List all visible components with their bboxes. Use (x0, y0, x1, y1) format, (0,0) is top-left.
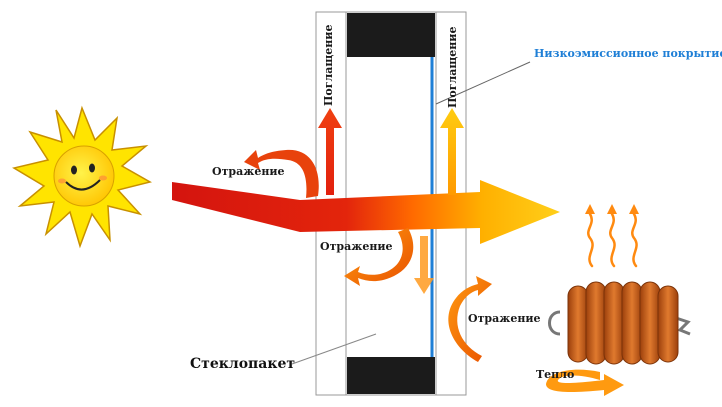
glass-unit-leader-line (291, 333, 377, 365)
reflection-label-top: Отражение (212, 165, 285, 178)
heat-arrow (546, 369, 624, 396)
absorption-arrow-right (440, 108, 464, 195)
lowe-coating-label: Низкоэмиссионное покрытие (534, 47, 722, 60)
reflection-curl-middle (344, 228, 414, 286)
reflection-curl-right (448, 276, 492, 362)
coating-leader-line (435, 61, 531, 105)
absorption-arrow-gap-down (414, 236, 434, 294)
absorption-arrow-left (318, 108, 342, 195)
heat-label: Тепло (536, 368, 575, 381)
reflection-curl-top (244, 149, 319, 198)
reflection-label-middle: Отражение (320, 240, 393, 253)
heat-wave-icon (585, 204, 639, 268)
glass-unit-label: Стеклопакет (190, 356, 296, 372)
sun-icon (12, 105, 152, 249)
radiator-icon (548, 281, 691, 365)
absorption-label-left: Поглащение (322, 24, 335, 106)
spacer-top (347, 13, 435, 57)
spacer-bottom (347, 357, 435, 394)
main-radiation-arrow (172, 180, 560, 244)
absorption-label-right: Поглащение (446, 26, 459, 108)
reflection-label-right: Отражение (468, 312, 541, 325)
